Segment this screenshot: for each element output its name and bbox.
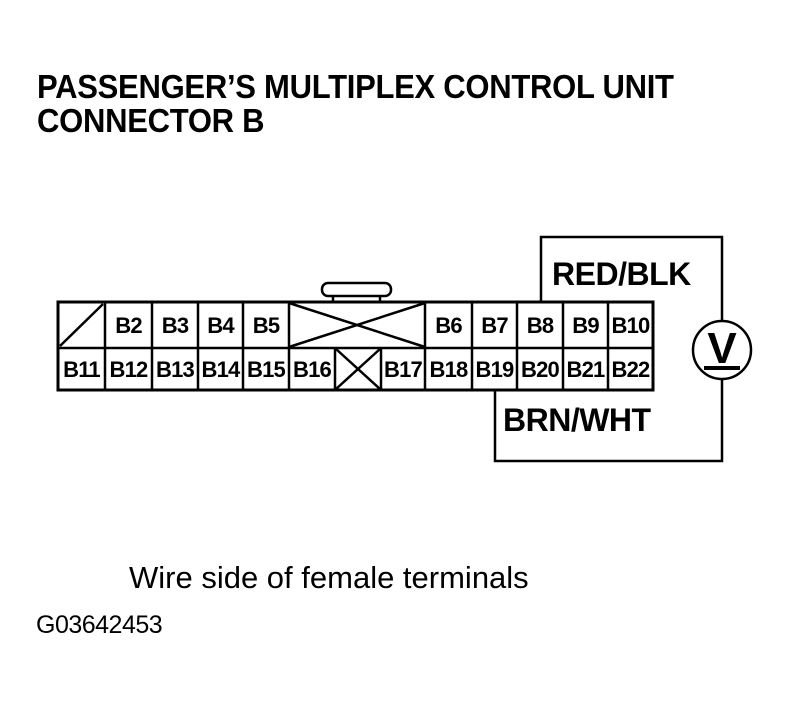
pin-b11: B11 bbox=[63, 357, 100, 382]
page-title: PASSENGER’S MULTIPLEX CONTROL UNIT CONNE… bbox=[37, 70, 674, 138]
pin-b17: B17 bbox=[384, 357, 423, 382]
pin-b18: B18 bbox=[430, 357, 469, 382]
page-title-line2: CONNECTOR B bbox=[37, 102, 265, 139]
blocked-cell-x-bottom-icon bbox=[335, 348, 381, 390]
pin-b14: B14 bbox=[202, 357, 242, 382]
pin-b3: B3 bbox=[162, 313, 189, 338]
bottom-row-dividers bbox=[103, 348, 610, 390]
voltmeter-circle bbox=[691, 319, 753, 381]
pin-b22: B22 bbox=[612, 357, 651, 382]
voltmeter-icon: V bbox=[691, 319, 753, 381]
page-title-line1: PASSENGER’S MULTIPLEX CONTROL UNIT bbox=[37, 68, 674, 105]
top-row-dividers bbox=[103, 302, 610, 348]
pin-b10: B10 bbox=[612, 313, 651, 338]
keyway-slash-icon bbox=[59, 303, 104, 347]
pin-b13: B13 bbox=[156, 357, 195, 382]
pin-b16: B16 bbox=[293, 357, 332, 382]
pin-b12: B12 bbox=[110, 357, 149, 382]
wire-label-red-blk: RED/BLK bbox=[552, 256, 691, 292]
wire-label-brn-wht: BRN/WHT bbox=[503, 402, 651, 438]
pin-b7: B7 bbox=[481, 313, 508, 338]
pin-b2: B2 bbox=[115, 313, 142, 338]
pin-b19: B19 bbox=[476, 357, 515, 382]
pin-b20: B20 bbox=[521, 357, 560, 382]
voltmeter-symbol: V bbox=[707, 324, 737, 373]
caption: Wire side of female terminals bbox=[129, 560, 529, 595]
blocked-cell-x-top-icon bbox=[288, 301, 426, 349]
figure-id: G03642453 bbox=[36, 611, 163, 639]
pin-b5: B5 bbox=[253, 313, 280, 338]
pin-b15: B15 bbox=[247, 357, 286, 382]
wire-brn-wht bbox=[493, 379, 724, 463]
connector-grid: B2 B3 B4 B5 B6 B7 B8 B9 B10 B11 B12 B13 … bbox=[56, 300, 655, 392]
pin-b21: B21 bbox=[567, 357, 606, 382]
connector-outline bbox=[56, 300, 655, 392]
pin-b4: B4 bbox=[207, 313, 235, 338]
wire-red-blk bbox=[539, 235, 724, 321]
pin-b6: B6 bbox=[435, 313, 462, 338]
pin-b8: B8 bbox=[527, 313, 554, 338]
latch-tab-bar bbox=[320, 281, 393, 298]
pin-b9: B9 bbox=[572, 313, 599, 338]
latch-tab-icon bbox=[320, 281, 393, 303]
